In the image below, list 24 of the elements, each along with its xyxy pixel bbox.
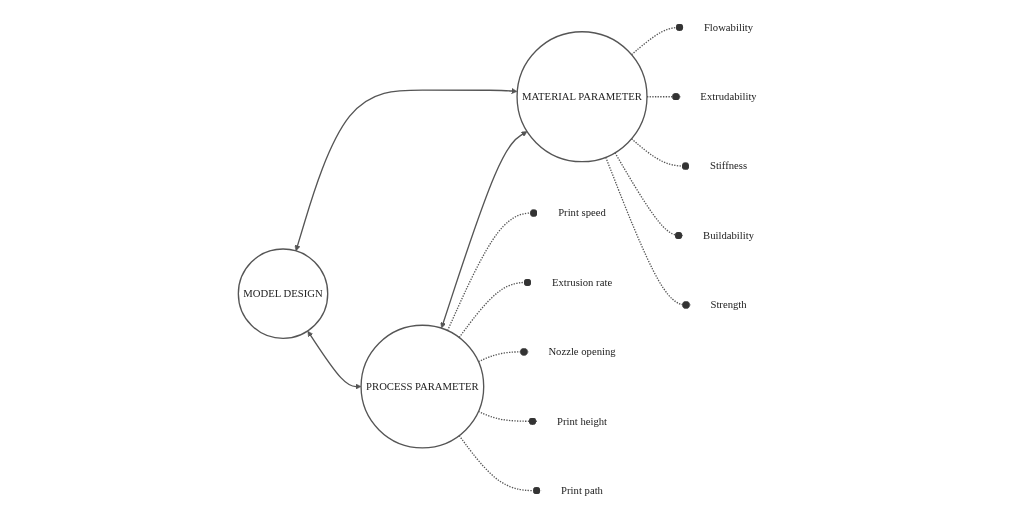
node-text: Strength [710, 298, 747, 311]
node-text: Extrudability [700, 90, 757, 103]
node-text: Buildability [703, 229, 755, 241]
arrow [294, 88, 518, 252]
node-text: Nozzle opening [548, 345, 616, 358]
node-circle: MODEL DESIGN [237, 248, 329, 340]
node-text: Print speed [558, 207, 606, 219]
node-text: Print height [556, 415, 608, 427]
arrow [440, 131, 528, 329]
connector [446, 209, 539, 332]
node-text: Stiffness [709, 160, 748, 172]
connector [458, 278, 533, 339]
connector [477, 347, 529, 363]
node-circle: PROCESS PARAMETER [360, 324, 485, 449]
node-text: Flowability [703, 21, 754, 33]
connector [458, 434, 542, 495]
connector [614, 152, 684, 240]
node-text: Extrusion rate [551, 276, 613, 288]
arrow [307, 330, 362, 390]
connector [630, 138, 691, 171]
node-text: Print path [561, 484, 603, 496]
node-circle: MATERIAL PARAMETER [516, 31, 648, 163]
connector [630, 23, 685, 56]
connector [477, 410, 538, 426]
